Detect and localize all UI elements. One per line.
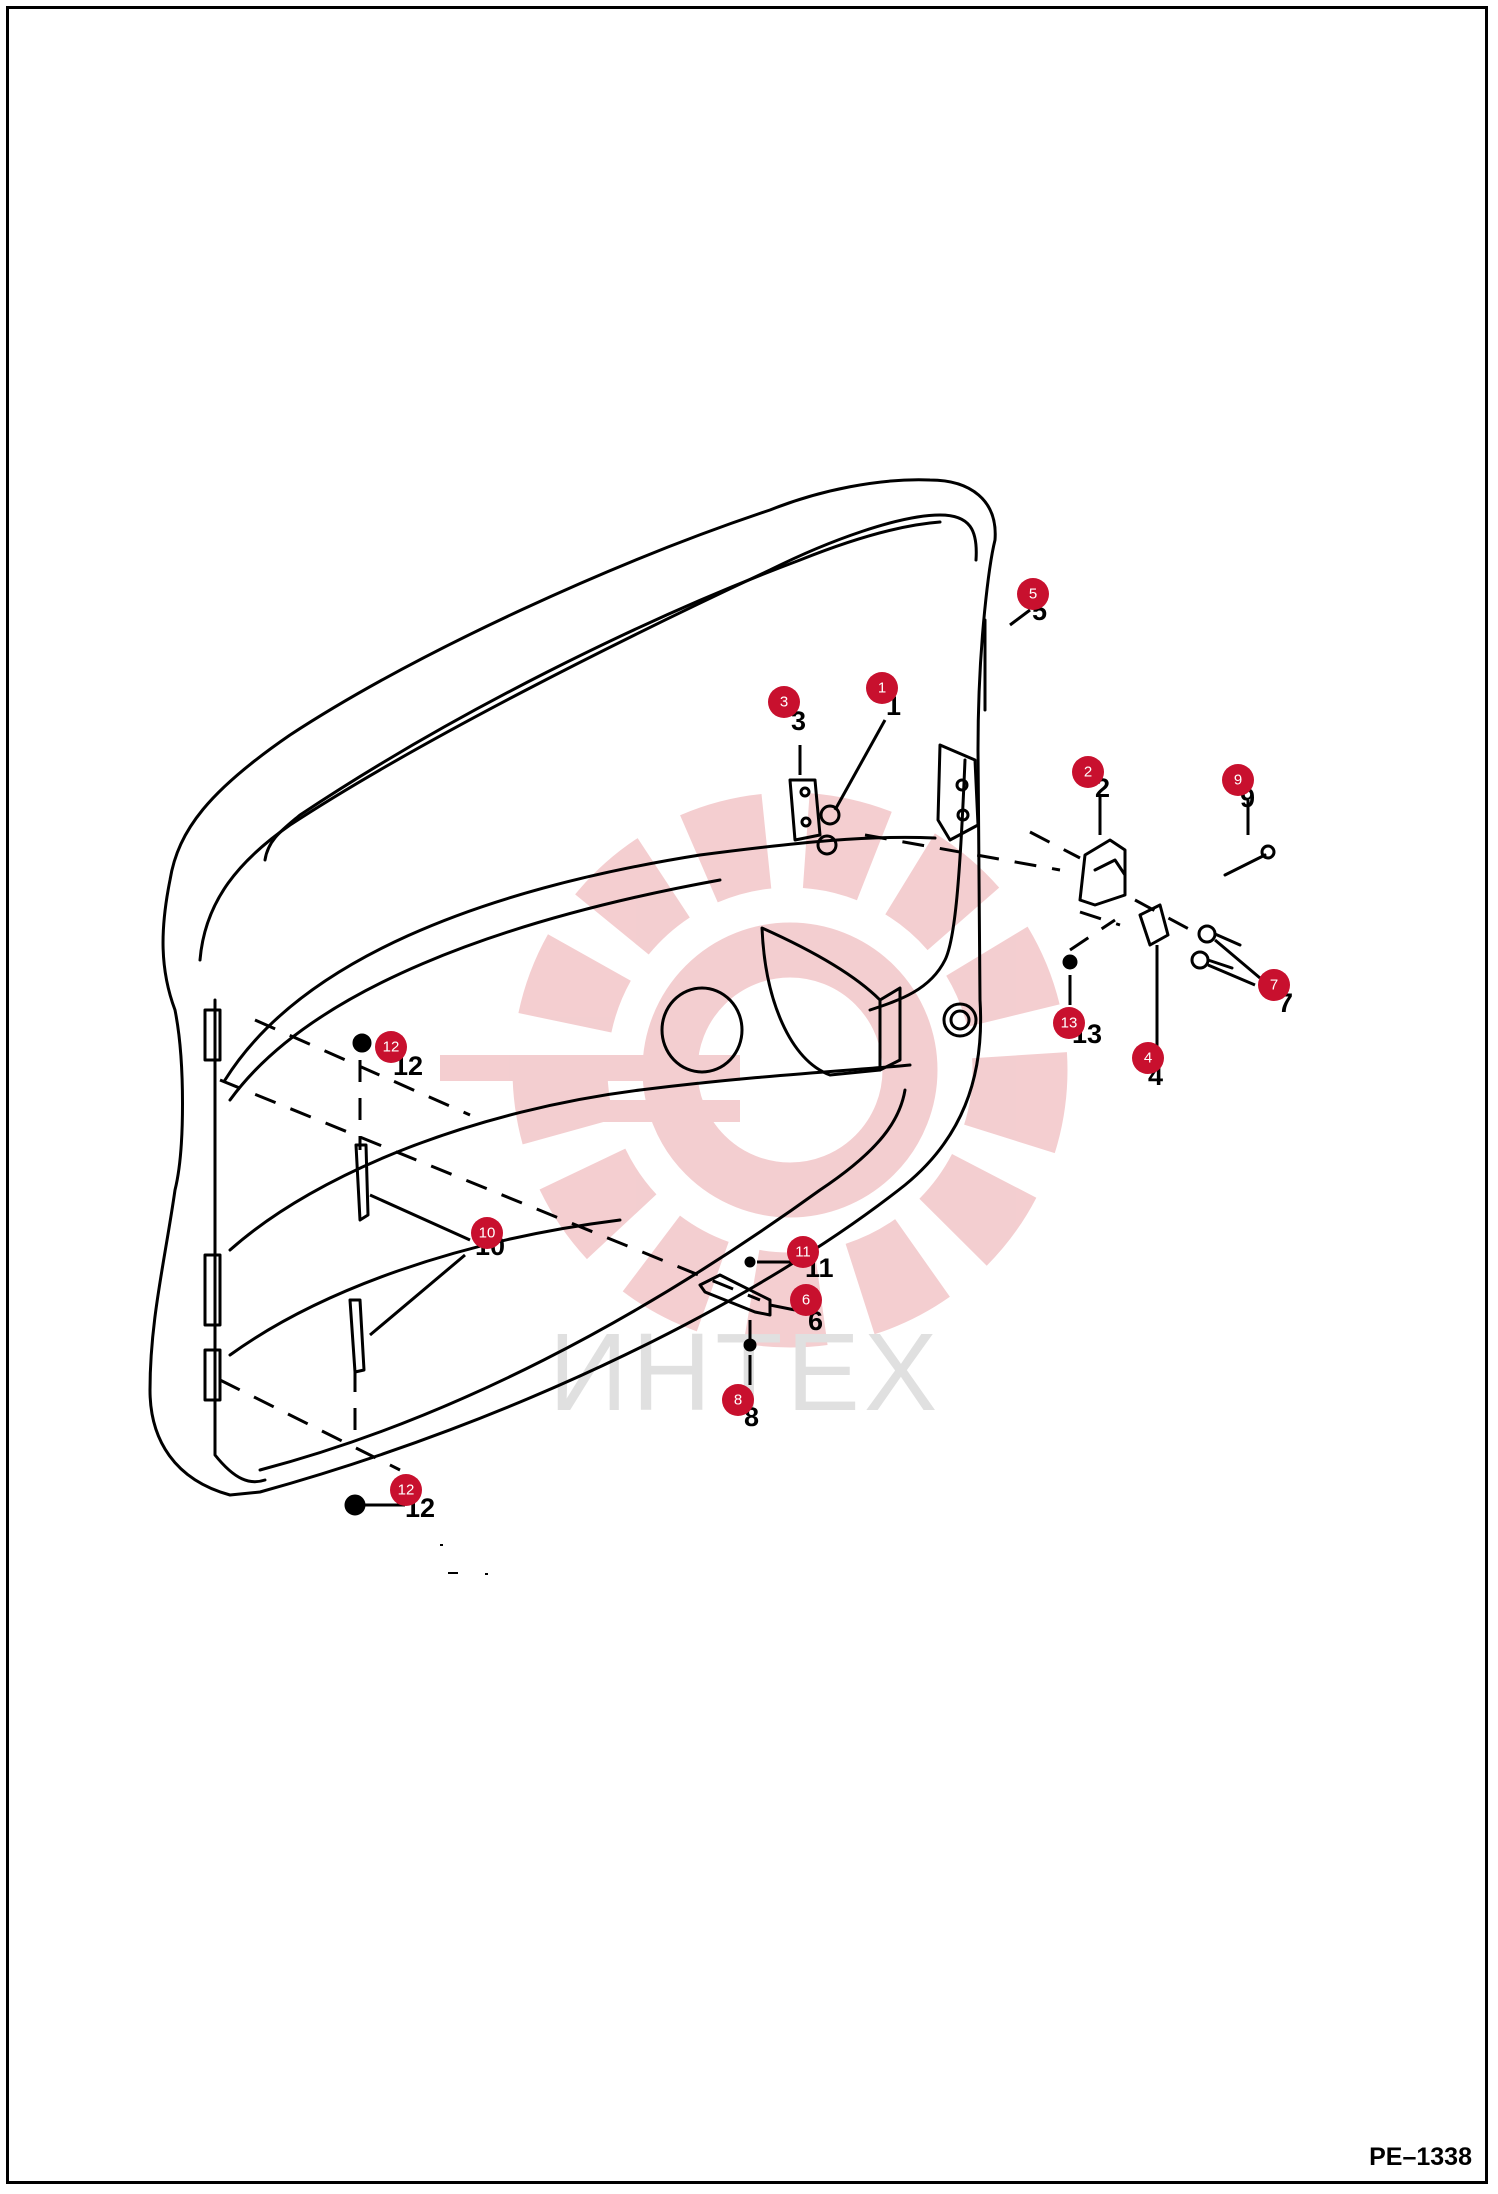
svg-text:4: 4 [1144, 1050, 1152, 1067]
svg-text:1: 1 [878, 680, 886, 697]
diagram-frame [6, 6, 1488, 2184]
watermark-logo [440, 792, 1068, 1348]
svg-text:2: 2 [1084, 764, 1092, 781]
assembly-lines [219, 830, 1201, 1472]
marker-5[interactable]: 5 [1017, 578, 1049, 610]
marker-10[interactable]: 10 [471, 1217, 503, 1249]
marker-9[interactable]: 9 [1222, 764, 1254, 796]
marker-4[interactable]: 4 [1132, 1042, 1164, 1074]
document-code: PE–1338 [1369, 2143, 1472, 2171]
stray-marks [440, 1544, 488, 1575]
cover-panel [148, 478, 997, 1497]
svg-text:10: 10 [479, 1225, 496, 1242]
svg-text:13: 13 [1061, 1015, 1078, 1032]
svg-text:6: 6 [802, 1292, 810, 1309]
svg-text:5: 5 [1029, 586, 1037, 603]
marker-11[interactable]: 11 [787, 1236, 819, 1268]
leader-lines [365, 608, 1261, 1507]
svg-text:9: 9 [1234, 772, 1242, 789]
marker-12b[interactable]: 12 [390, 1474, 422, 1506]
svg-text:12: 12 [383, 1039, 400, 1056]
parts [344, 743, 1276, 1516]
marker-7[interactable]: 7 [1258, 969, 1290, 1001]
markers: 1 2 3 4 5 6 7 8 9 10 11 12 12 13 [375, 578, 1290, 1506]
marker-3[interactable]: 3 [768, 686, 800, 718]
marker-12a[interactable]: 12 [375, 1031, 407, 1063]
marker-6[interactable]: 6 [790, 1284, 822, 1316]
svg-text:8: 8 [734, 1392, 742, 1409]
marker-2[interactable]: 2 [1072, 756, 1104, 788]
svg-text:7: 7 [1270, 977, 1278, 994]
svg-text:3: 3 [780, 694, 788, 711]
marker-13[interactable]: 13 [1053, 1007, 1085, 1039]
svg-text:11: 11 [795, 1244, 811, 1261]
svg-text:12: 12 [398, 1482, 415, 1499]
marker-1[interactable]: 1 [866, 672, 898, 704]
marker-8[interactable]: 8 [722, 1384, 754, 1416]
